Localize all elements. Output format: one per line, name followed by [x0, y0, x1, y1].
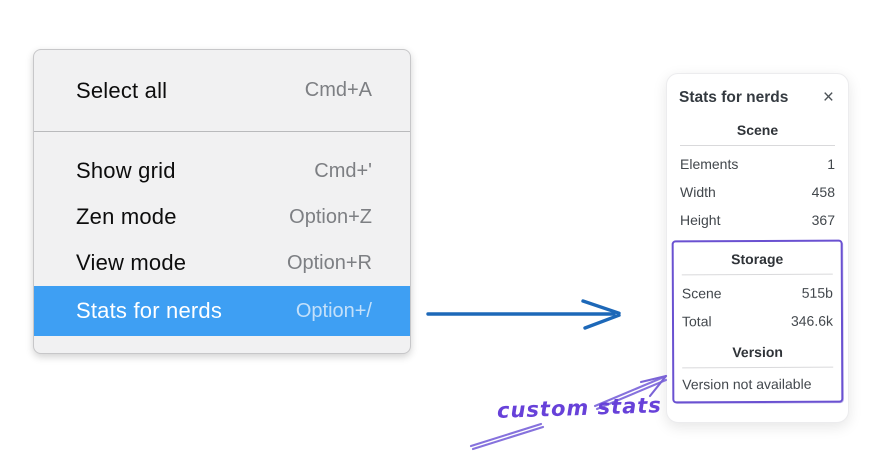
- version-message: Version not available: [682, 375, 812, 393]
- custom-stats-highlight-box: Storage Scene 515b Total 346.6k Version …: [671, 239, 844, 404]
- arrow-right-icon: [426, 299, 621, 330]
- section-title: Scene: [736, 122, 779, 138]
- menu-item-label: Show grid: [76, 158, 176, 183]
- stat-value: 515b: [801, 284, 833, 301]
- section-title: Version: [732, 343, 783, 361]
- menu-item-view-mode[interactable]: View mode Option+R: [34, 240, 410, 286]
- menu-item-label: Zen mode: [76, 204, 177, 229]
- context-menu: Select all Cmd+A Show grid Cmd+' Zen mod…: [33, 49, 411, 354]
- menu-item-zen-mode[interactable]: Zen mode Option+Z: [34, 194, 410, 240]
- stat-label: Elements: [680, 156, 739, 172]
- menu-item-label: Select all: [76, 77, 168, 103]
- stats-panel: Stats for nerds × Scene Elements 1 Width…: [666, 73, 849, 423]
- stat-value: 1: [827, 156, 835, 172]
- stat-value: 367: [811, 212, 835, 228]
- section-title: Storage: [731, 250, 784, 268]
- menu-item-shortcut: Cmd+': [314, 159, 372, 182]
- stat-row-total-size: Total 346.6k: [681, 307, 834, 336]
- stat-value: 458: [811, 184, 835, 200]
- close-icon[interactable]: ×: [822, 87, 834, 108]
- stat-label: Total: [681, 313, 712, 330]
- stat-row-scene-size: Scene 515b: [681, 279, 834, 308]
- menu-item-select-all[interactable]: Select all Cmd+A: [34, 50, 410, 131]
- menu-section: Show grid Cmd+' Zen mode Option+Z View m…: [34, 132, 410, 353]
- menu-item-show-grid[interactable]: Show grid Cmd+': [34, 148, 410, 194]
- stats-panel-header: Stats for nerds ×: [679, 88, 836, 107]
- stat-row-height: Height 367: [679, 206, 836, 234]
- section-scene: Scene Elements 1 Width 458 Height 367: [679, 122, 836, 234]
- menu-item-shortcut: Option+/: [295, 299, 372, 322]
- section-version: Version Version not available: [681, 344, 834, 393]
- menu-item-label: Stats for nerds: [76, 298, 223, 323]
- stat-value: 346.6k: [790, 312, 834, 329]
- section-storage: Storage Scene 515b Total 346.6k: [681, 251, 834, 336]
- stat-label: Height: [680, 212, 721, 228]
- section-divider: [681, 273, 833, 276]
- menu-item-shortcut: Option+R: [286, 251, 372, 274]
- menu-item-stats-for-nerds[interactable]: Stats for nerds Option+/: [34, 286, 410, 336]
- section-divider: [682, 366, 834, 369]
- menu-divider: [34, 131, 410, 132]
- stat-label: Scene: [681, 285, 722, 302]
- panel-title: Stats for nerds: [679, 88, 789, 106]
- menu-item-shortcut: Option+Z: [289, 205, 372, 228]
- menu-item-label: View mode: [76, 250, 187, 275]
- stat-row-width: Width 458: [679, 178, 836, 206]
- stat-row-elements: Elements 1: [679, 150, 836, 178]
- stat-label: Width: [680, 184, 716, 200]
- annotation-arrow-icon: [469, 374, 668, 451]
- menu-item-shortcut: Cmd+A: [304, 79, 372, 101]
- section-divider: [680, 145, 835, 146]
